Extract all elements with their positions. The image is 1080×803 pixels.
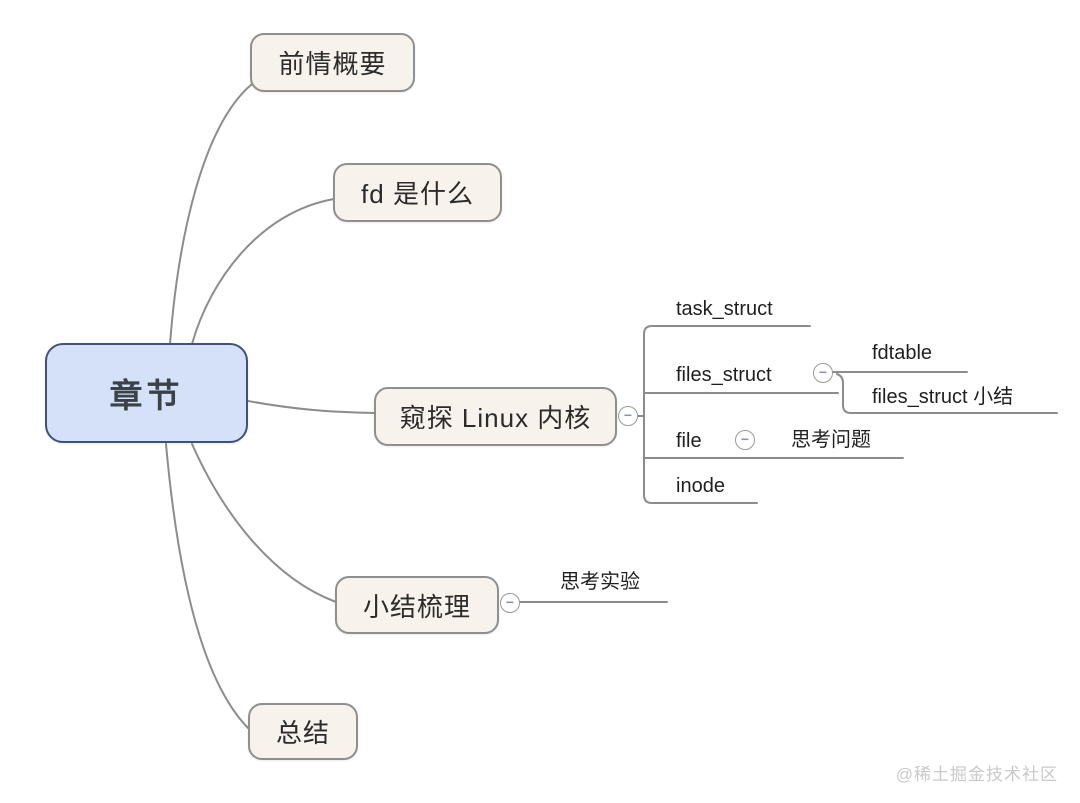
edge-root-conclusion [165, 443, 250, 730]
node-files-struct-summary[interactable]: files_struct 小结 [872, 386, 1014, 408]
node-fdtable[interactable]: fdtable [872, 342, 933, 364]
node-overview-label: 前情概要 [278, 49, 387, 79]
edge-kernel-bracket [643, 325, 811, 504]
node-conclusion[interactable]: 总结 [248, 703, 358, 760]
minus-icon: − [740, 431, 750, 447]
edge-root-summary [191, 443, 337, 603]
node-conclusion-label: 总结 [275, 718, 330, 748]
minus-icon: − [505, 594, 515, 610]
node-task-struct[interactable]: task_struct [676, 298, 773, 320]
node-overview[interactable]: 前情概要 [250, 33, 415, 92]
edge-root-kernel [247, 400, 375, 414]
collapse-icon-summary[interactable]: − [500, 593, 520, 613]
minus-icon: − [818, 364, 828, 380]
collapse-icon-kernel[interactable]: − [618, 406, 638, 426]
collapse-icon-files-struct[interactable]: − [813, 363, 833, 383]
minus-icon: − [623, 407, 633, 423]
node-inode[interactable]: inode [676, 475, 725, 497]
edge-root-fd [191, 198, 335, 345]
node-thinking-experiment[interactable]: 思考实验 [560, 571, 640, 593]
collapse-icon-file[interactable]: − [735, 430, 755, 450]
underline-files-struct-summary [836, 373, 1058, 414]
node-file[interactable]: file [676, 430, 702, 452]
node-summary[interactable]: 小结梳理 [335, 576, 499, 634]
node-thinking-question[interactable]: 思考问题 [791, 429, 871, 451]
edge-root-overview [169, 83, 253, 345]
node-fd[interactable]: fd 是什么 [333, 163, 502, 222]
node-summary-label: 小结梳理 [362, 591, 471, 622]
node-root[interactable]: 章节 [45, 343, 248, 443]
node-kernel-label: 窥探 Linux 内核 [399, 403, 592, 433]
node-fd-label: fd 是什么 [361, 179, 474, 209]
node-root-label: 章节 [109, 377, 184, 414]
node-kernel[interactable]: 窥探 Linux 内核 [374, 387, 617, 446]
node-files-struct[interactable]: files_struct [676, 364, 772, 386]
watermark: @稀土掘金技术社区 [895, 765, 1058, 784]
